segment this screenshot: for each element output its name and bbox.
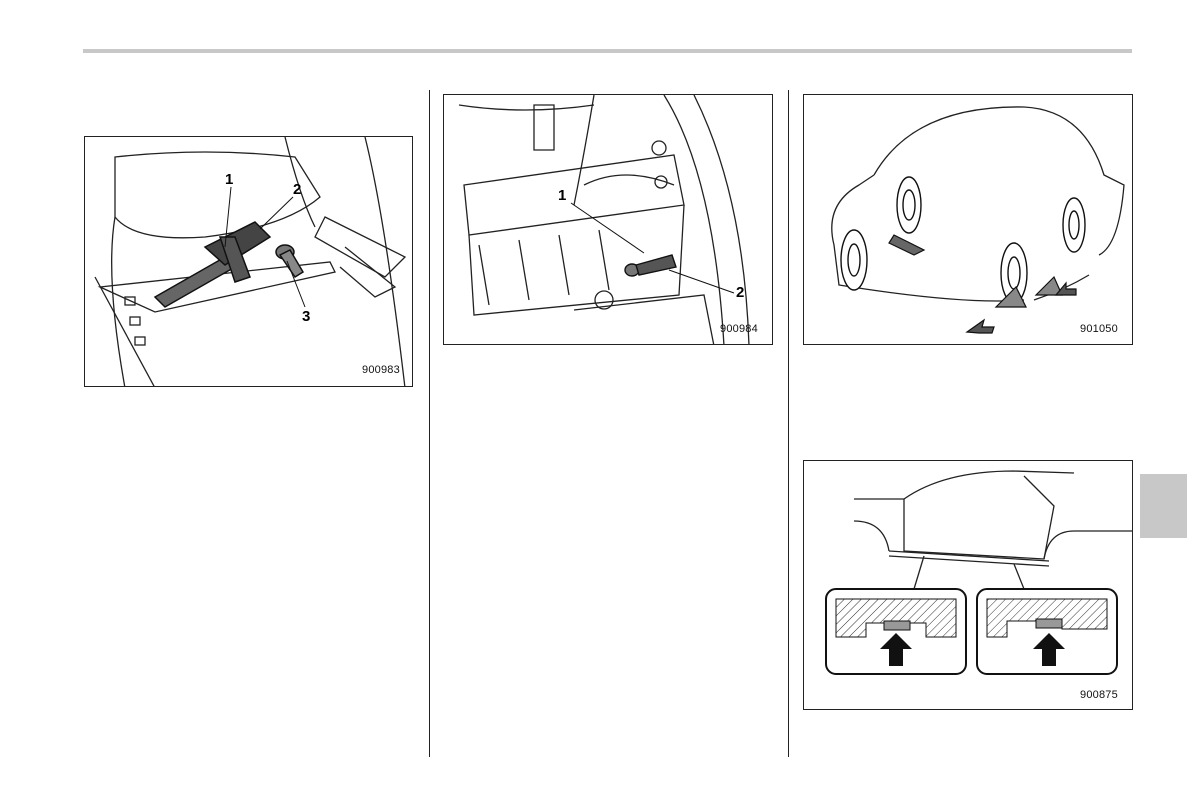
- figure-code: 900983: [362, 364, 400, 376]
- callout-1: 1: [225, 171, 233, 188]
- callout-1: 1: [558, 187, 566, 204]
- callout-3: 3: [302, 308, 310, 325]
- column-divider-left: [429, 90, 430, 757]
- callout-2: 2: [293, 181, 301, 198]
- figure-cargo-jack: 1 2 900984: [443, 94, 773, 345]
- figure-jack-storage: 1 2 3 900983: [84, 136, 413, 387]
- wheel-chocks-illustration: [804, 95, 1133, 345]
- jack-storage-illustration: [85, 137, 413, 387]
- figure-wheel-chocks: 901050: [803, 94, 1133, 345]
- section-tab: [1140, 474, 1187, 538]
- cargo-area-illustration: [444, 95, 773, 345]
- column-divider-right: [788, 90, 789, 757]
- figure-code: 900984: [720, 323, 758, 335]
- callout-2: 2: [736, 284, 744, 301]
- figure-jack-points: 900875: [803, 460, 1133, 710]
- figure-code: 901050: [1080, 323, 1118, 335]
- jack-points-illustration: [804, 461, 1133, 710]
- figure-code: 900875: [1080, 689, 1118, 701]
- header-rule: [83, 49, 1132, 53]
